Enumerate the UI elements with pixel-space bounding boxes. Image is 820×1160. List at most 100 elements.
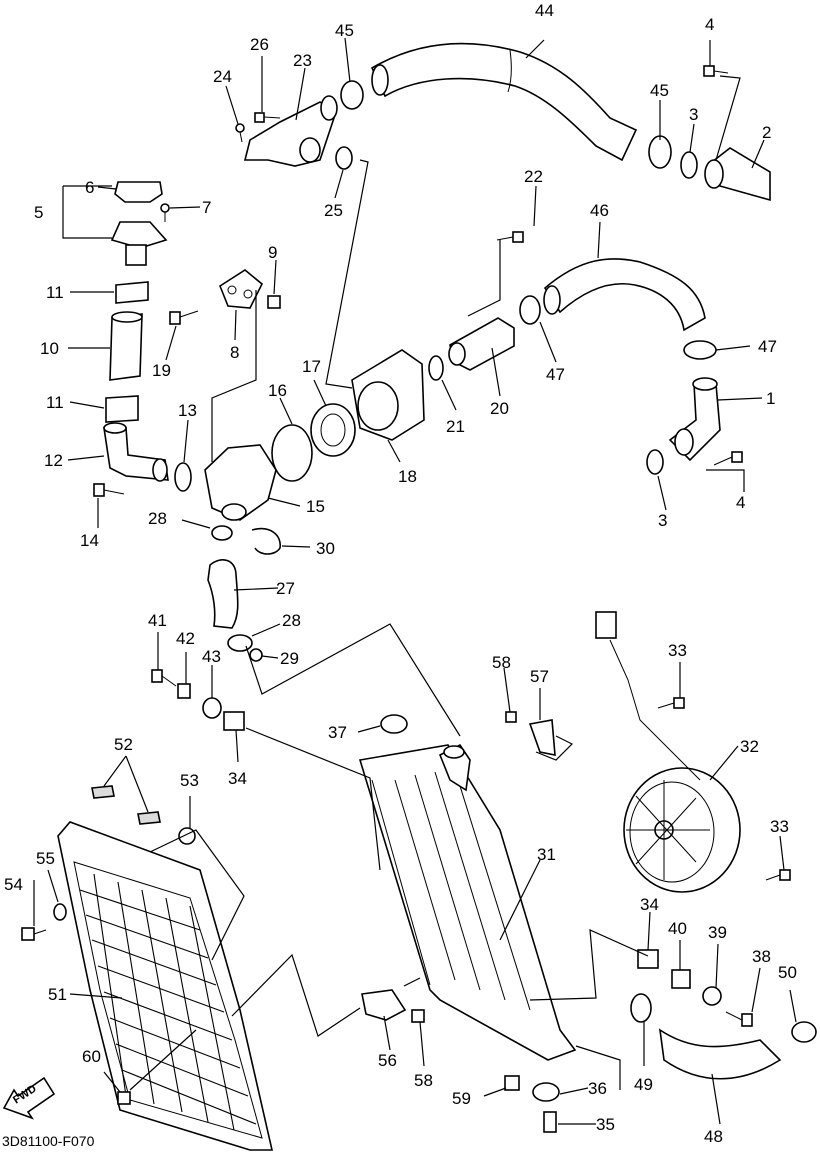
part-label-23: 23 [293, 51, 312, 70]
bolt-14 [93, 483, 125, 497]
part-label-58-bottom: 58 [414, 1071, 433, 1090]
part-label-4-bottom: 4 [736, 493, 745, 512]
part-label-25: 25 [324, 201, 343, 220]
part-label-45-top: 45 [335, 21, 354, 40]
part-label-50: 50 [778, 963, 797, 982]
part-label-31: 31 [537, 845, 556, 864]
part-label-38: 38 [752, 947, 771, 966]
bolt-4-bottom [713, 451, 743, 466]
part-label-53: 53 [180, 771, 199, 790]
hose-clamp-28-bottom [227, 634, 253, 652]
part-label-18: 18 [398, 467, 417, 486]
part-label-24: 24 [213, 67, 232, 86]
part-label-48: 48 [704, 1127, 723, 1146]
screw-24 [235, 123, 245, 143]
part-label-40: 40 [668, 919, 687, 938]
part-label-42: 42 [176, 629, 195, 648]
o-ring-3-top [680, 151, 698, 179]
part-label-35: 35 [596, 1115, 615, 1134]
o-ring-3-bottom [646, 449, 664, 475]
nut-9 [267, 295, 281, 309]
part-label-46: 46 [590, 201, 609, 220]
part-label-1: 1 [766, 389, 775, 408]
part-label-54: 54 [4, 875, 23, 894]
filler-cap-6 [114, 181, 163, 203]
part-label-3-bottom: 3 [658, 511, 667, 530]
o-ring-13 [174, 462, 192, 492]
part-label-34-right: 34 [640, 895, 659, 914]
part-label-49: 49 [634, 1075, 653, 1094]
bolt-33-bottom [765, 869, 791, 881]
part-number-labels: 44 4 45 26 23 24 45 3 2 25 6 7 5 22 46 9… [4, 1, 797, 1146]
bolt-58-bottom [411, 1009, 425, 1023]
part-label-5: 5 [34, 203, 43, 222]
connector-32 [595, 611, 701, 781]
part-label-14: 14 [80, 531, 99, 550]
upper-hose-44 [370, 42, 638, 162]
part-label-36: 36 [588, 1079, 607, 1098]
damper-43 [202, 697, 222, 719]
screw-54 [21, 927, 47, 941]
part-label-37: 37 [328, 723, 347, 742]
part-label-51: 51 [48, 985, 67, 1004]
bracket-56 [361, 989, 407, 1021]
part-label-11-top: 11 [46, 283, 64, 302]
part-label-45-right: 45 [650, 81, 669, 100]
part-label-39: 39 [708, 923, 727, 942]
o-ring-29 [249, 648, 263, 662]
o-ring-21 [428, 355, 444, 381]
part-label-16: 16 [268, 381, 287, 400]
part-label-33-bottom: 33 [770, 817, 789, 836]
hose-joint-11-top [115, 281, 149, 304]
part-label-56: 56 [378, 1051, 397, 1070]
o-ring-25 [335, 146, 353, 170]
filler-neck-5 [110, 221, 168, 266]
bolt-4-top [703, 65, 729, 77]
pipe-1 [668, 377, 721, 462]
grommet-59 [504, 1075, 520, 1091]
part-label-60: 60 [82, 1047, 101, 1066]
part-label-52: 52 [114, 735, 133, 754]
thermostat-cover-18 [351, 349, 425, 441]
drain-bolt-35 [543, 1111, 557, 1133]
part-label-2: 2 [762, 123, 771, 142]
washer-36 [532, 1082, 560, 1102]
part-label-22: 22 [524, 167, 543, 186]
part-label-9: 9 [268, 243, 277, 262]
leader-lines [33, 37, 797, 1125]
bracket-34-left [223, 711, 245, 731]
washer-39 [702, 986, 722, 1006]
hose-46 [543, 258, 706, 332]
part-label-19: 19 [152, 361, 171, 380]
screw-60 [117, 1091, 131, 1105]
part-label-12: 12 [44, 451, 63, 470]
cap-37 [380, 714, 408, 734]
damper-52-upper [91, 785, 115, 799]
part-label-3-top: 3 [689, 105, 698, 124]
hose-clamp-47-top [519, 295, 541, 325]
part-label-11-bottom: 11 [46, 393, 64, 412]
bolt-22 [496, 231, 524, 243]
fan-32 [623, 767, 741, 893]
pipe-20 [448, 317, 515, 371]
radiator-31 [358, 743, 577, 1061]
part-label-20: 20 [490, 399, 509, 418]
part-label-44: 44 [535, 1, 554, 20]
part-label-10: 10 [40, 339, 59, 358]
hose-10 [109, 311, 143, 381]
screw-7 [160, 203, 170, 222]
part-label-30: 30 [316, 539, 335, 558]
part-label-57: 57 [530, 667, 549, 686]
thermostat-17 [310, 403, 356, 457]
part-label-15: 15 [306, 497, 325, 516]
part-label-28-bottom: 28 [282, 611, 301, 630]
hose-27 [207, 559, 239, 629]
part-label-28-top: 28 [148, 509, 167, 528]
part-label-29: 29 [280, 649, 299, 668]
part-label-13: 13 [178, 401, 197, 420]
part-label-33-top: 33 [668, 641, 687, 660]
washer-55 [53, 903, 67, 921]
bolt-58-top [505, 711, 517, 723]
collar-40 [671, 969, 691, 989]
part-label-27: 27 [276, 579, 295, 598]
